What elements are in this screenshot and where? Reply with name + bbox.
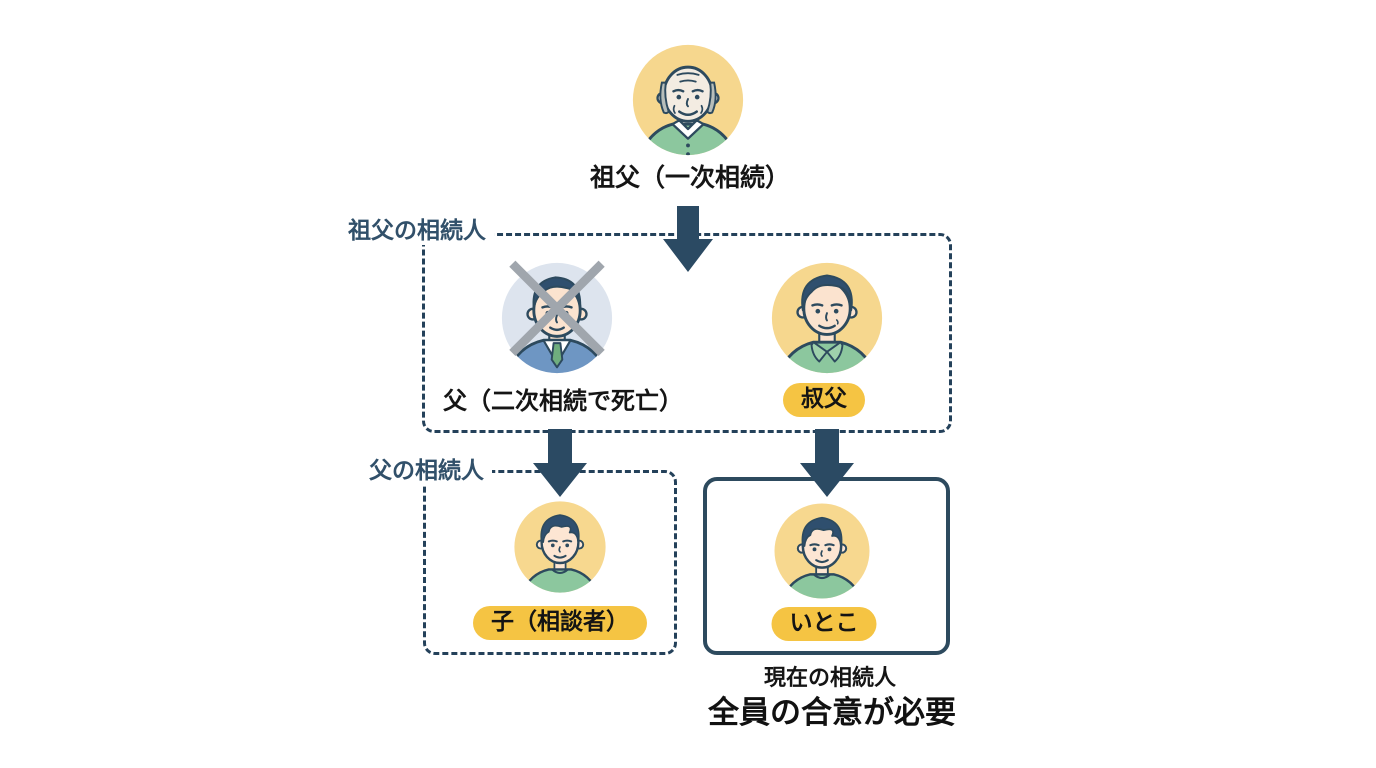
- father-label: 父（二次相続で死亡）: [443, 388, 683, 415]
- grandfather-label: 祖父（一次相続）: [589, 164, 791, 192]
- father-heirs-label: 父の相続人: [367, 456, 492, 486]
- father-avatar: [501, 260, 613, 374]
- grandfather-heirs-label: 祖父の相続人: [346, 216, 494, 246]
- consent-required-message: 全員の合意が必要: [708, 695, 956, 730]
- cousin-label-pill: いとこ: [771, 607, 877, 641]
- child-avatar: [514, 501, 606, 593]
- child-label-pill: 子（相談者）: [473, 606, 647, 640]
- arrow-down-uncle-to-cousin-icon: [800, 429, 854, 497]
- arrow-down-grandfather-to-heirs-icon: [663, 206, 713, 272]
- cousin-avatar: [774, 503, 870, 599]
- uncle-label-pill: 叔父: [783, 383, 865, 417]
- arrow-down-father-to-child-icon: [533, 429, 587, 497]
- deceased-x-mark: [509, 260, 605, 357]
- current-heirs-caption: 現在の相続人: [763, 665, 897, 690]
- uncle-avatar: [771, 262, 883, 374]
- grandfather-avatar: [632, 44, 744, 156]
